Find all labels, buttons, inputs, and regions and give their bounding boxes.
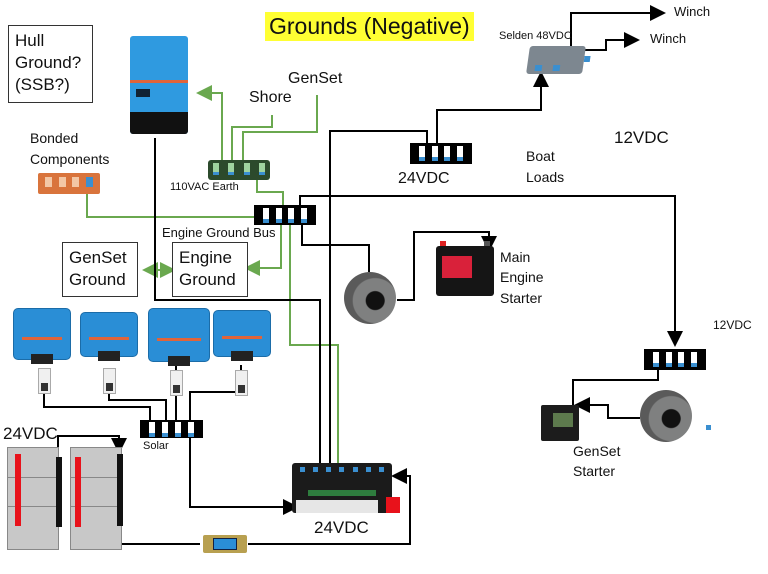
negative-strap	[56, 457, 62, 527]
shore-source-label: Shore	[249, 89, 292, 106]
wire-genset-earth	[242, 95, 318, 160]
main-engine-starter-line-3: Starter	[500, 289, 543, 306]
wire-solar-to-lynx	[189, 438, 299, 515]
wire-selden-winch-1	[570, 5, 666, 50]
selden-controller	[526, 46, 591, 74]
engine-ground-bus	[254, 205, 316, 225]
bus-24vdc-label: 24VDC	[398, 170, 450, 187]
genset-starter-battery	[541, 405, 579, 441]
battery-bank-label: 24VDC	[3, 424, 58, 443]
bonded-label-line-2: Components	[30, 151, 110, 167]
hull-ground-box: Hull Ground? (SSB?)	[8, 25, 93, 103]
main-engine-starter-line-1: Main	[500, 249, 531, 265]
wire-batt-to-shunt	[118, 527, 200, 545]
engine-ground-line-2: Ground	[179, 270, 236, 290]
solar-breaker-2	[103, 368, 116, 394]
hull-ground-line-2: Ground?	[15, 53, 82, 73]
wire-batt-interconnect	[57, 435, 127, 457]
hull-ground-line-1: Hull	[15, 31, 45, 50]
bonded-components-label: Bonded Components	[30, 128, 109, 170]
genset-ground-line-1: GenSet	[69, 248, 127, 267]
solar-breaker-3	[170, 370, 183, 396]
wire-enginebus-to-lynx	[289, 225, 339, 470]
winch-1-label: Winch	[674, 4, 711, 19]
wire-inverter-to-lynx	[154, 138, 321, 470]
main-engine-starter-line-2: Engine	[500, 269, 544, 286]
solar-breaker-1	[38, 368, 51, 394]
ac-earth-bus	[208, 160, 270, 180]
wire-ctrl2-to-solar	[108, 390, 167, 420]
lynx-distributor-label: 24VDC	[314, 518, 369, 537]
solar-controller-3	[148, 308, 210, 366]
wire-ctrl4-to-solar	[189, 365, 242, 420]
selden-label: Selden 48VDC	[499, 30, 572, 42]
battery-shunt	[203, 535, 247, 553]
genset-alternator	[640, 390, 692, 442]
wire-shunt-to-lynx	[248, 468, 411, 545]
diagram-title: Grounds (Negative)	[265, 12, 474, 41]
wire-enginebus-to-alternator	[301, 225, 370, 272]
solar-controller-4	[213, 310, 271, 361]
wire-earth-to-inverter	[196, 85, 223, 160]
wire-12vdc-to-genset-starter	[572, 370, 659, 407]
boat-loads-line-1: Boat	[526, 148, 555, 164]
genset-ground-box: GenSet Ground	[62, 242, 138, 297]
wire-shore-earth	[231, 115, 273, 160]
boat-loads-line-2: Loads	[526, 169, 565, 185]
wire-ctrl1-to-solar	[43, 390, 151, 420]
main-alternator	[344, 272, 396, 324]
main-engine-starter-battery	[436, 241, 494, 296]
bus-12vdc	[644, 349, 706, 370]
positive-strap	[15, 454, 21, 526]
genset-starter-label: GenSet Starter	[573, 441, 620, 482]
bus-12vdc-label: 12VDC	[713, 318, 752, 332]
main-engine-starter-label: Main Engine Starter	[500, 247, 544, 308]
genset-source-label: GenSet	[288, 70, 343, 87]
inverter-charger	[130, 36, 188, 134]
engine-ground-box: Engine Ground	[172, 242, 248, 297]
genset-ground-line-2: Ground	[69, 270, 126, 290]
genset-starter-line-1: GenSet	[573, 443, 621, 459]
wire-enginebus-to-12vdc	[299, 195, 683, 347]
bonded-label-line-1: Bonded	[30, 130, 79, 146]
bus-24vdc	[410, 143, 472, 164]
ac-earth-bus-label: 110VAC Earth	[170, 181, 239, 193]
stray-terminal-marker	[706, 425, 711, 430]
wire-bonded-to-enginebus	[86, 184, 256, 218]
lynx-distributor	[292, 463, 400, 513]
engine-ground-line-1: Engine	[179, 248, 232, 267]
bonded-components-bus	[38, 173, 100, 194]
system-12vdc-label: 12VDC	[614, 128, 669, 147]
solar-controller-2	[80, 312, 138, 361]
hull-ground-line-3: (SSB?)	[15, 75, 70, 95]
wire-lynx-to-24vdc-bus	[329, 130, 428, 470]
positive-strap	[75, 457, 81, 527]
wire-enginebus-to-engineground	[244, 225, 282, 276]
wire-24vdc-to-selden	[436, 71, 549, 143]
solar-controller-1	[13, 308, 71, 364]
solar-bus	[140, 420, 203, 438]
negative-strap	[117, 454, 123, 526]
engine-ground-bus-label: Engine Ground Bus	[162, 225, 276, 240]
wire-genset-alt-to-starter	[574, 397, 640, 419]
boat-loads-label: Boat Loads	[526, 146, 564, 188]
solar-bus-label: Solar	[143, 440, 169, 452]
winch-2-label: Winch	[650, 31, 687, 46]
genset-starter-line-2: Starter	[573, 463, 616, 480]
wire-selden-winch-2	[571, 32, 640, 51]
wire-alternator-to-starter	[397, 231, 497, 301]
solar-breaker-4	[235, 370, 248, 396]
